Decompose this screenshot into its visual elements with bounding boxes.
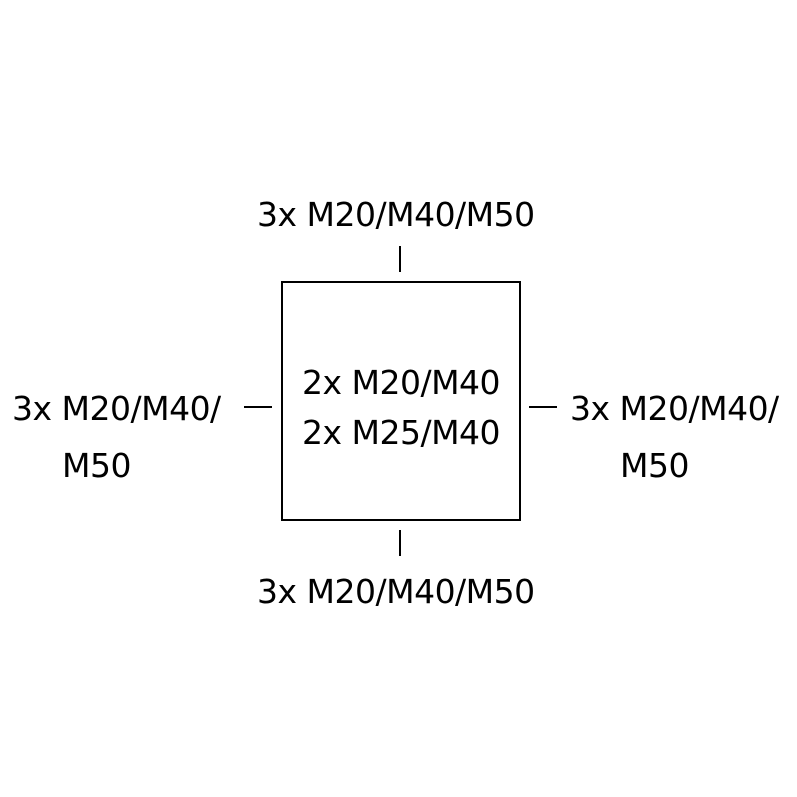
right-entry-label-line-2: M50 <box>620 446 689 485</box>
top-entry-tick <box>399 246 401 272</box>
left-entry-label: 3x M20/M40/ M50 <box>12 380 221 494</box>
right-entry-tick <box>529 406 557 408</box>
left-entry-label-line-2: M50 <box>62 446 131 485</box>
center-label-line-1: 2x M20/M40 <box>301 363 501 402</box>
right-entry-label: 3x M20/M40/ M50 <box>570 380 779 494</box>
enclosure-center-label: 2x M20/M40 2x M25/M40 <box>281 358 521 458</box>
bottom-entry-tick <box>399 530 401 556</box>
top-entry-label: 3x M20/M40/M50 <box>257 195 535 234</box>
enclosure-box <box>281 281 521 521</box>
center-label-line-2: 2x M25/M40 <box>301 413 501 452</box>
left-entry-tick <box>244 406 272 408</box>
bottom-entry-label: 3x M20/M40/M50 <box>257 572 535 611</box>
left-entry-label-line-1: 3x M20/M40/ <box>12 389 221 428</box>
right-entry-label-line-1: 3x M20/M40/ <box>570 389 779 428</box>
